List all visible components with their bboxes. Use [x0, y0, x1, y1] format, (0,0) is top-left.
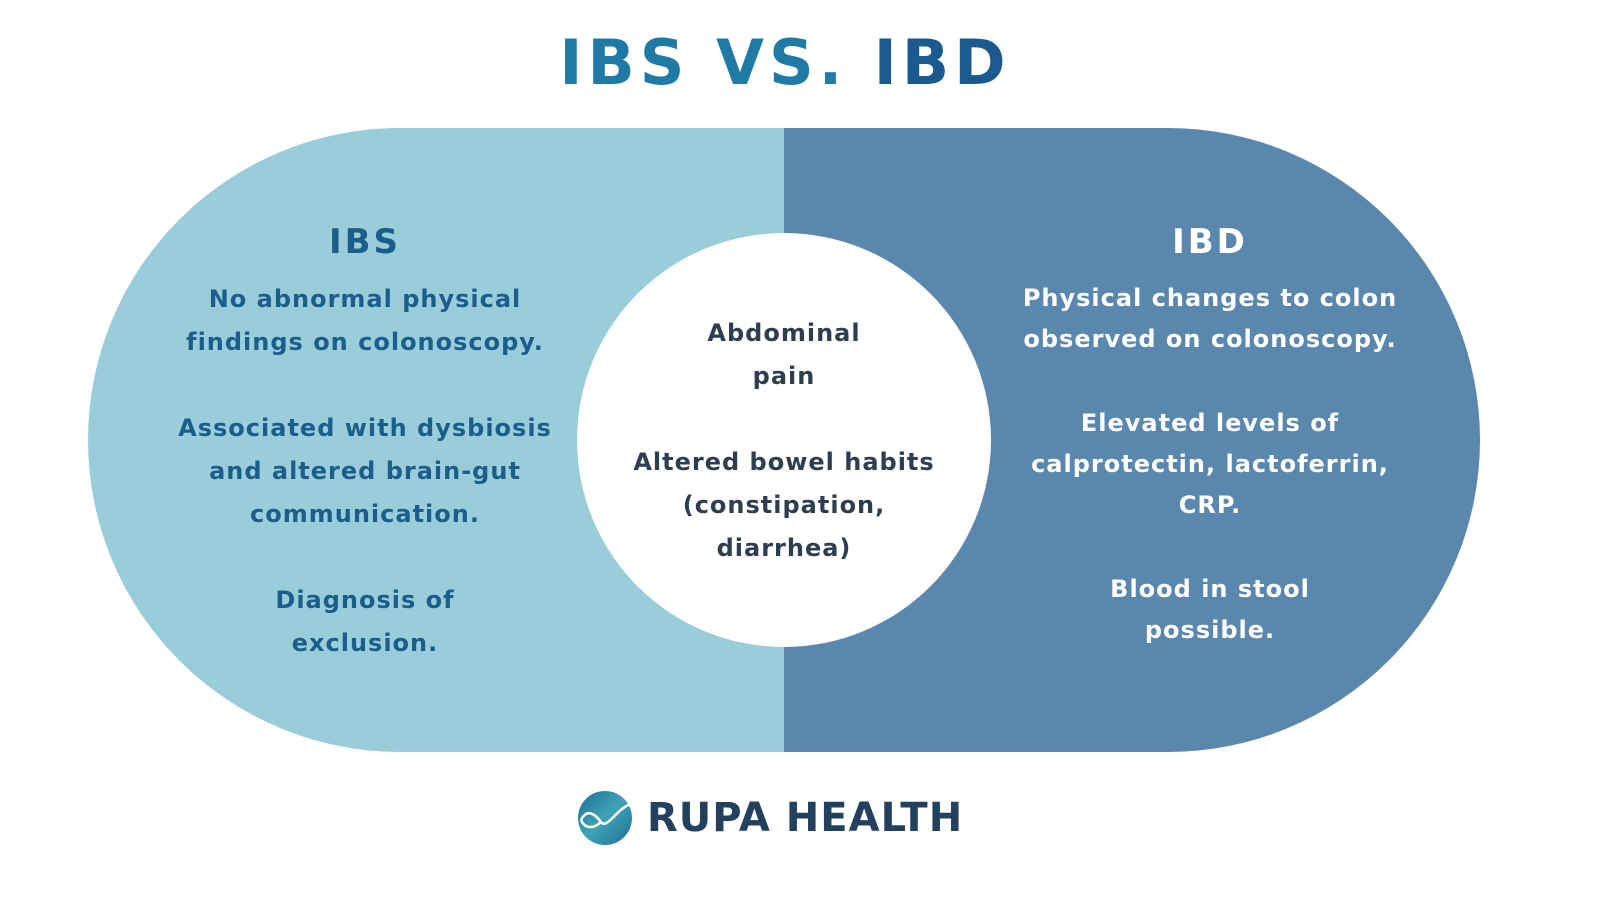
shared-point: Altered bowel habits (constipation, diar… [633, 448, 935, 562]
ibd-column: IBD Physical changes to colon observed o… [1000, 220, 1420, 694]
page-title: IBS VS. IBD [0, 26, 1570, 99]
brand-name: RUPA HEALTH [647, 795, 964, 841]
shared-point: Abdominal pain [707, 319, 861, 390]
shared-column: Abdominal pain Altered bowel habits (con… [600, 312, 968, 570]
ibs-heading: IBS [328, 222, 402, 262]
ibs-point: Diagnosis of exclusion. [275, 586, 455, 657]
title-ibs-vs: IBS VS. [559, 26, 848, 99]
ibs-point: Associated with dysbiosis and altered br… [178, 414, 552, 528]
rupa-logo-icon [578, 791, 632, 845]
ibs-point: No abnormal physical findings on colonos… [186, 285, 544, 356]
ibd-point: Physical changes to colon observed on co… [1022, 284, 1398, 353]
ibd-heading: IBD [1172, 222, 1248, 262]
brand-logo: RUPA HEALTH [577, 790, 963, 846]
ibd-point: Elevated levels of calprotectin, lactofe… [1031, 409, 1389, 519]
ibs-column: IBS No abnormal physical findings on col… [160, 220, 570, 708]
ibd-point: Blood in stool possible. [1110, 575, 1310, 644]
title-ibd: IBD [873, 26, 1011, 99]
overlap-circle [577, 233, 991, 647]
